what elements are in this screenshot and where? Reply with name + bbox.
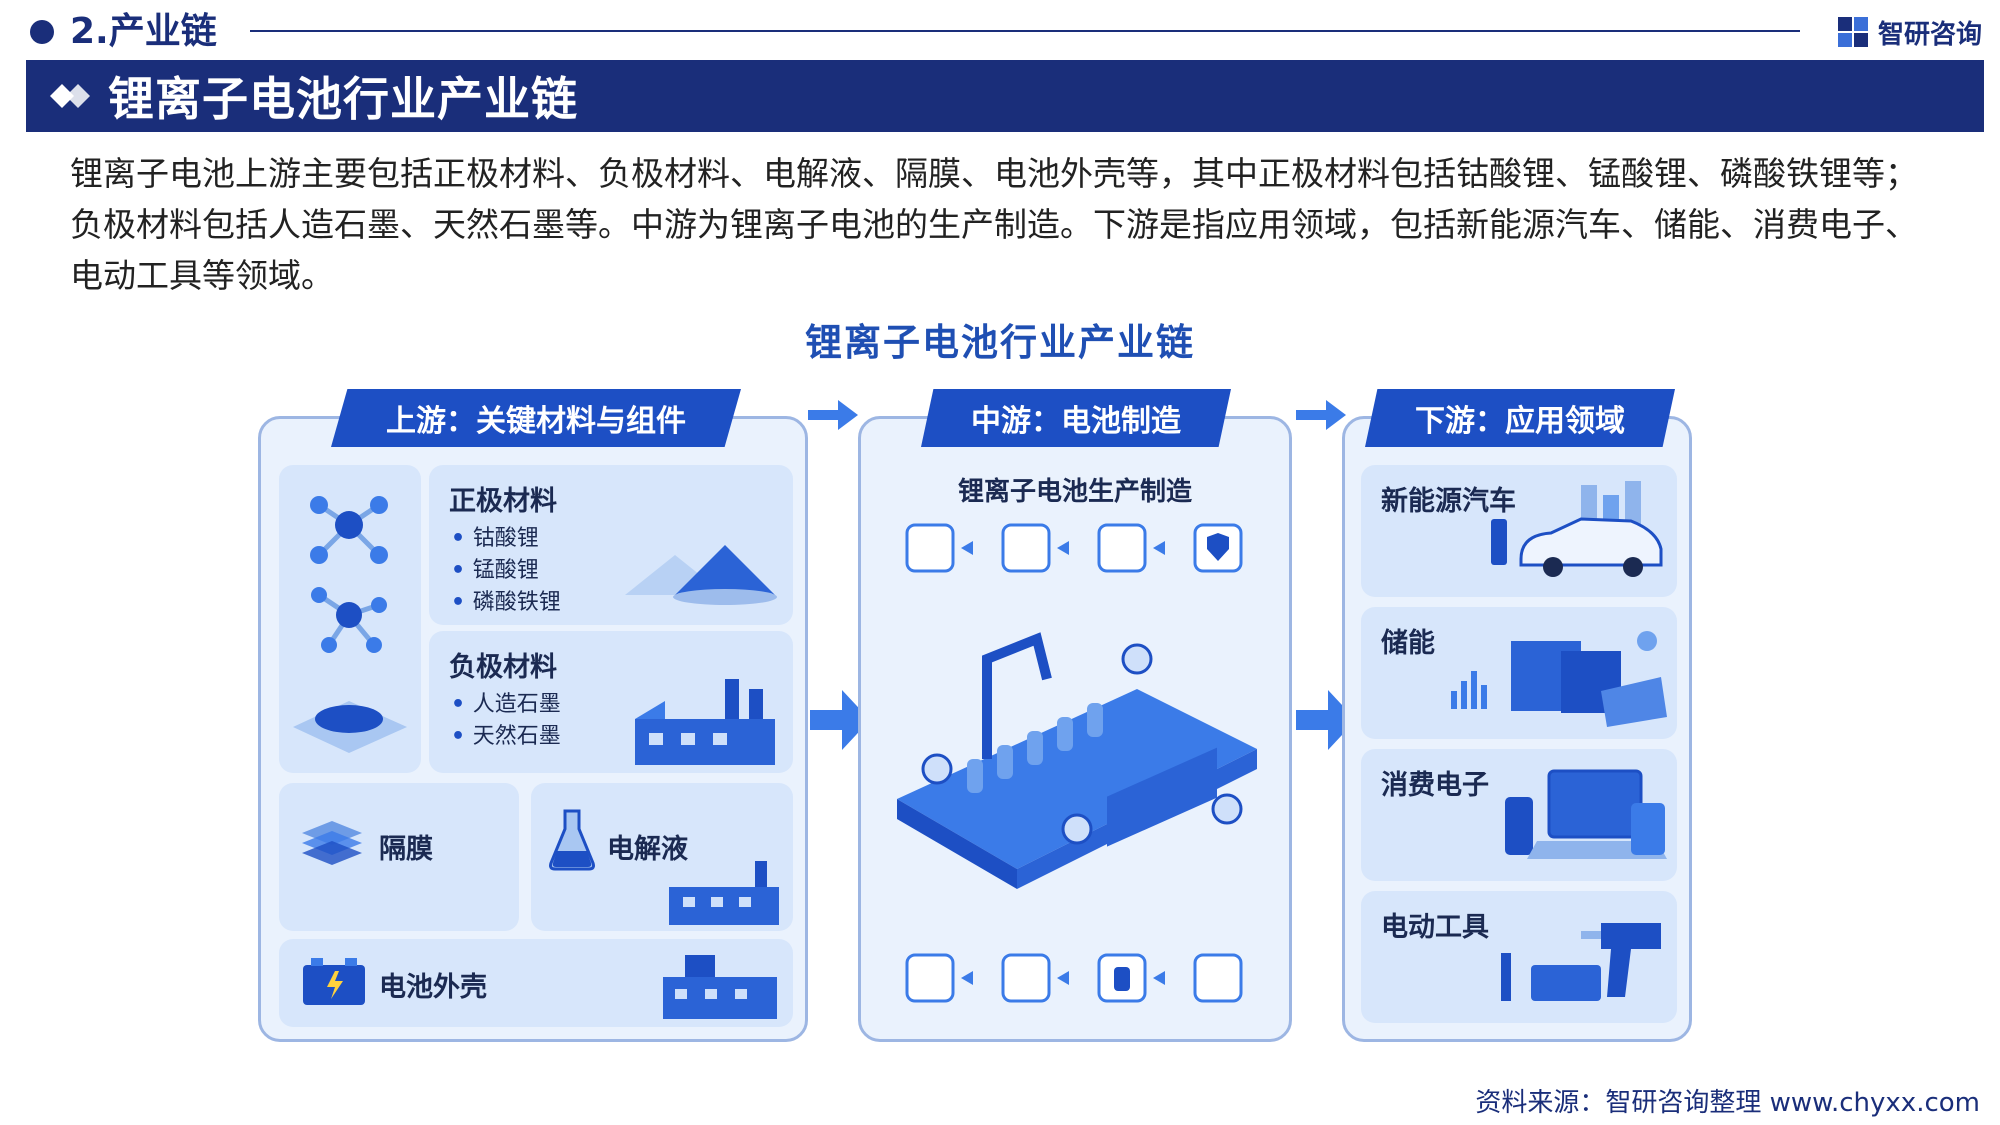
downstream-card-ev: 新能源汽车 — [1361, 465, 1677, 597]
midstream-panel: 中游：电池制造 锂离子电池生产制造 — [858, 389, 1292, 1042]
intro-paragraph: 锂离子电池上游主要包括正极材料、负极材料、电解液、隔膜、电池外壳等，其中正极材料… — [70, 154, 1918, 295]
cathode-item: 钴酸锂 — [451, 523, 561, 555]
header-divider — [250, 30, 1800, 32]
molecule-icon — [293, 496, 407, 753]
electrolyte-title: 电解液 — [607, 834, 688, 865]
anode-item: 天然石墨 — [451, 721, 561, 753]
flask-icon — [549, 809, 595, 871]
downstream-card-electronics: 消费电子 — [1361, 749, 1677, 881]
downstream-panel: 下游：应用领域 新能源汽车 储能 消费电子 电动工具 — [1342, 389, 1692, 1042]
flow-arrow-icon — [808, 400, 858, 430]
diagram-title: 锂离子电池行业产业链 — [805, 321, 1195, 364]
anode-card: 负极材料 人造石墨 天然石墨 — [429, 631, 793, 773]
layers-icon — [302, 821, 362, 865]
source-note: 资料来源：智研咨询整理 www.chyxx.com — [1475, 1088, 1980, 1118]
powder-pile-icon — [625, 545, 777, 605]
upstream-panel: 上游：关键材料与组件 正极材料 钴酸锂 锰酸锂 磷酸铁锂 — [258, 389, 808, 1042]
anode-list: 人造石墨 天然石墨 — [451, 689, 561, 753]
power-tool-icon — [1501, 923, 1661, 1001]
downstream-item: 储能 — [1381, 628, 1435, 659]
cathode-list: 钴酸锂 锰酸锂 磷酸铁锂 — [451, 523, 561, 619]
downstream-item: 新能源汽车 — [1381, 486, 1516, 517]
downstream-item: 电动工具 — [1381, 912, 1489, 943]
plant-icon — [669, 861, 779, 925]
downstream-card-storage: 储能 — [1361, 607, 1677, 739]
devices-icon — [1505, 769, 1667, 859]
process-steps-top-icon — [905, 523, 1243, 573]
page-title: 锂离子电池行业产业链 — [108, 72, 578, 126]
cathode-item: 磷酸铁锂 — [451, 587, 561, 619]
production-line-icon — [897, 632, 1257, 889]
factory-icon — [635, 679, 775, 765]
anode-title: 负极材料 — [449, 652, 557, 683]
battery-case-icon — [303, 958, 365, 1005]
brand: 智研咨询 — [1836, 10, 1982, 54]
cathode-card: 正极材料 钴酸锂 锰酸锂 磷酸铁锂 — [429, 465, 793, 625]
diamond-bullet-icon — [50, 84, 90, 108]
flow-arrow-icon — [1296, 690, 1356, 750]
downstream-header: 下游：应用领域 — [1365, 389, 1675, 447]
casing-card: 电池外壳 — [279, 939, 793, 1027]
casing-title: 电池外壳 — [379, 972, 487, 1003]
midstream-label: 锂离子电池生产制造 — [957, 477, 1192, 507]
midstream-header: 中游：电池制造 — [921, 389, 1231, 447]
brand-name: 智研咨询 — [1877, 19, 1982, 50]
cathode-item: 锰酸锂 — [451, 555, 561, 587]
upstream-header: 上游：关键材料与组件 — [331, 389, 741, 447]
cathode-title: 正极材料 — [449, 486, 557, 517]
anode-item: 人造石墨 — [451, 689, 561, 721]
downstream-card-tools: 电动工具 — [1361, 891, 1677, 1023]
downstream-item: 消费电子 — [1381, 770, 1489, 801]
section-label: 2.产业链 — [70, 11, 217, 52]
flow-arrow-icon — [1296, 400, 1346, 430]
brand-logo-icon — [1837, 17, 1868, 47]
process-steps-bottom-icon — [905, 953, 1243, 1003]
header-bullet-dot — [30, 20, 54, 44]
energy-storage-icon — [1451, 631, 1667, 727]
separator-title: 隔膜 — [379, 834, 433, 865]
molecule-card — [279, 465, 421, 773]
warehouse-icon — [663, 955, 777, 1019]
electrolyte-card: 电解液 — [531, 783, 793, 931]
page-title-bar: 锂离子电池行业产业链 — [26, 60, 1984, 132]
flow-arrow-icon — [810, 690, 870, 750]
separator-card: 隔膜 — [279, 783, 519, 931]
electric-car-icon — [1491, 481, 1663, 577]
